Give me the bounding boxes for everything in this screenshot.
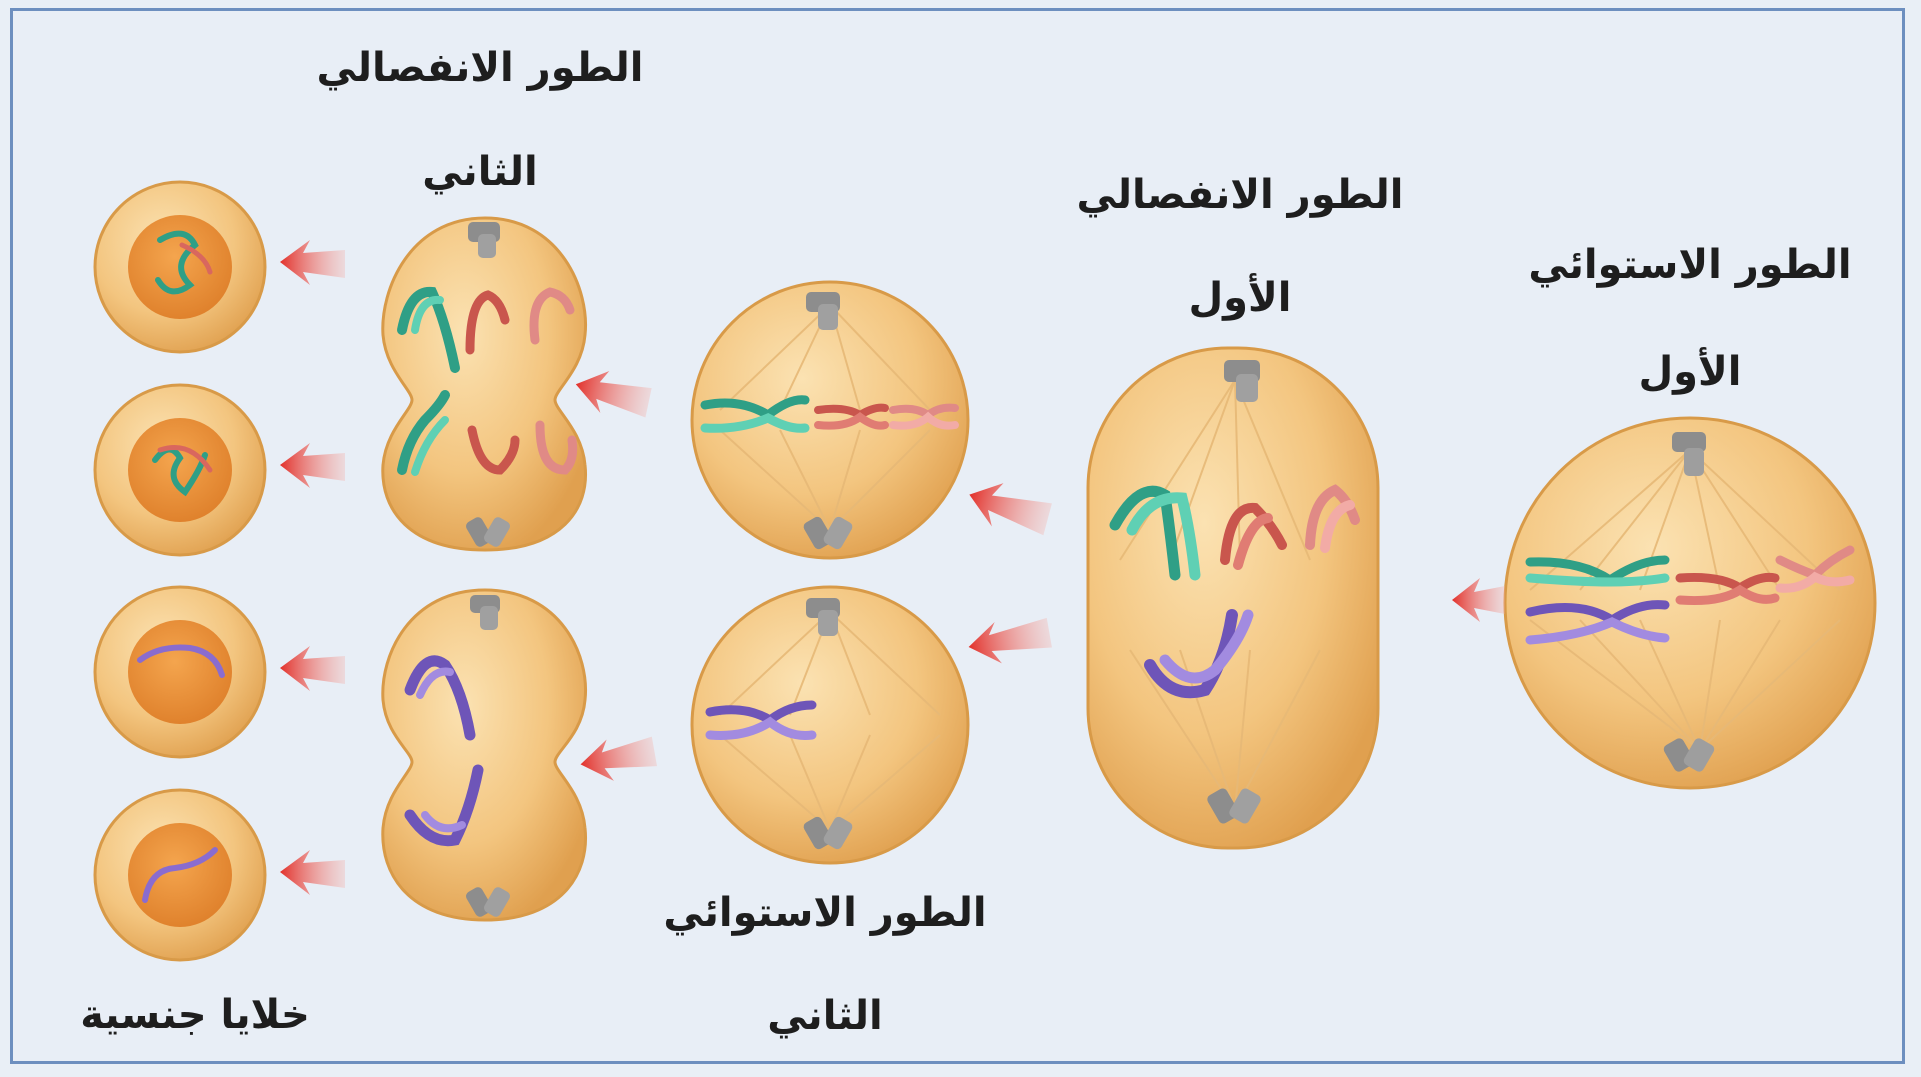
- label-anaphase-1-line2: الأول: [1110, 278, 1370, 318]
- metaphase-1-cell: [1505, 418, 1875, 788]
- gamete-cell-2: [95, 385, 265, 555]
- label-anaphase-1-line1: الطور الانفصالي: [1050, 175, 1430, 215]
- arrow-icon: [571, 365, 653, 423]
- arrow-icon: [1452, 578, 1505, 622]
- label-metaphase-1-line2: الأول: [1570, 352, 1810, 392]
- gamete-cell-1: [95, 182, 265, 352]
- anaphase-1-cell: [1088, 348, 1378, 848]
- gamete-cell-3: [95, 587, 265, 757]
- arrow-icon: [280, 850, 345, 895]
- label-anaphase-2-line1: الطور الانفصالي: [290, 48, 670, 88]
- label-metaphase-1-line1: الطور الاستوائي: [1510, 245, 1870, 285]
- anaphase-2-top-cell: [383, 218, 586, 550]
- arrow-icon: [280, 443, 345, 488]
- metaphase-2-bottom-cell: [692, 587, 968, 863]
- label-metaphase-2-line2: الثاني: [700, 996, 950, 1036]
- label-gametes: خلايا جنسية: [40, 995, 350, 1035]
- label-metaphase-2-line1: الطور الاستوائي: [640, 893, 1010, 933]
- arrow-icon: [280, 240, 345, 285]
- arrow-icon: [963, 475, 1054, 540]
- arrow-icon: [280, 646, 345, 691]
- arrow-icon: [965, 613, 1053, 669]
- anaphase-2-bottom-cell: [383, 590, 586, 920]
- gamete-cell-4: [95, 790, 265, 960]
- metaphase-2-top-cell: [692, 282, 968, 558]
- arrow-icon: [577, 732, 658, 786]
- label-anaphase-2-line2: الثاني: [360, 152, 600, 192]
